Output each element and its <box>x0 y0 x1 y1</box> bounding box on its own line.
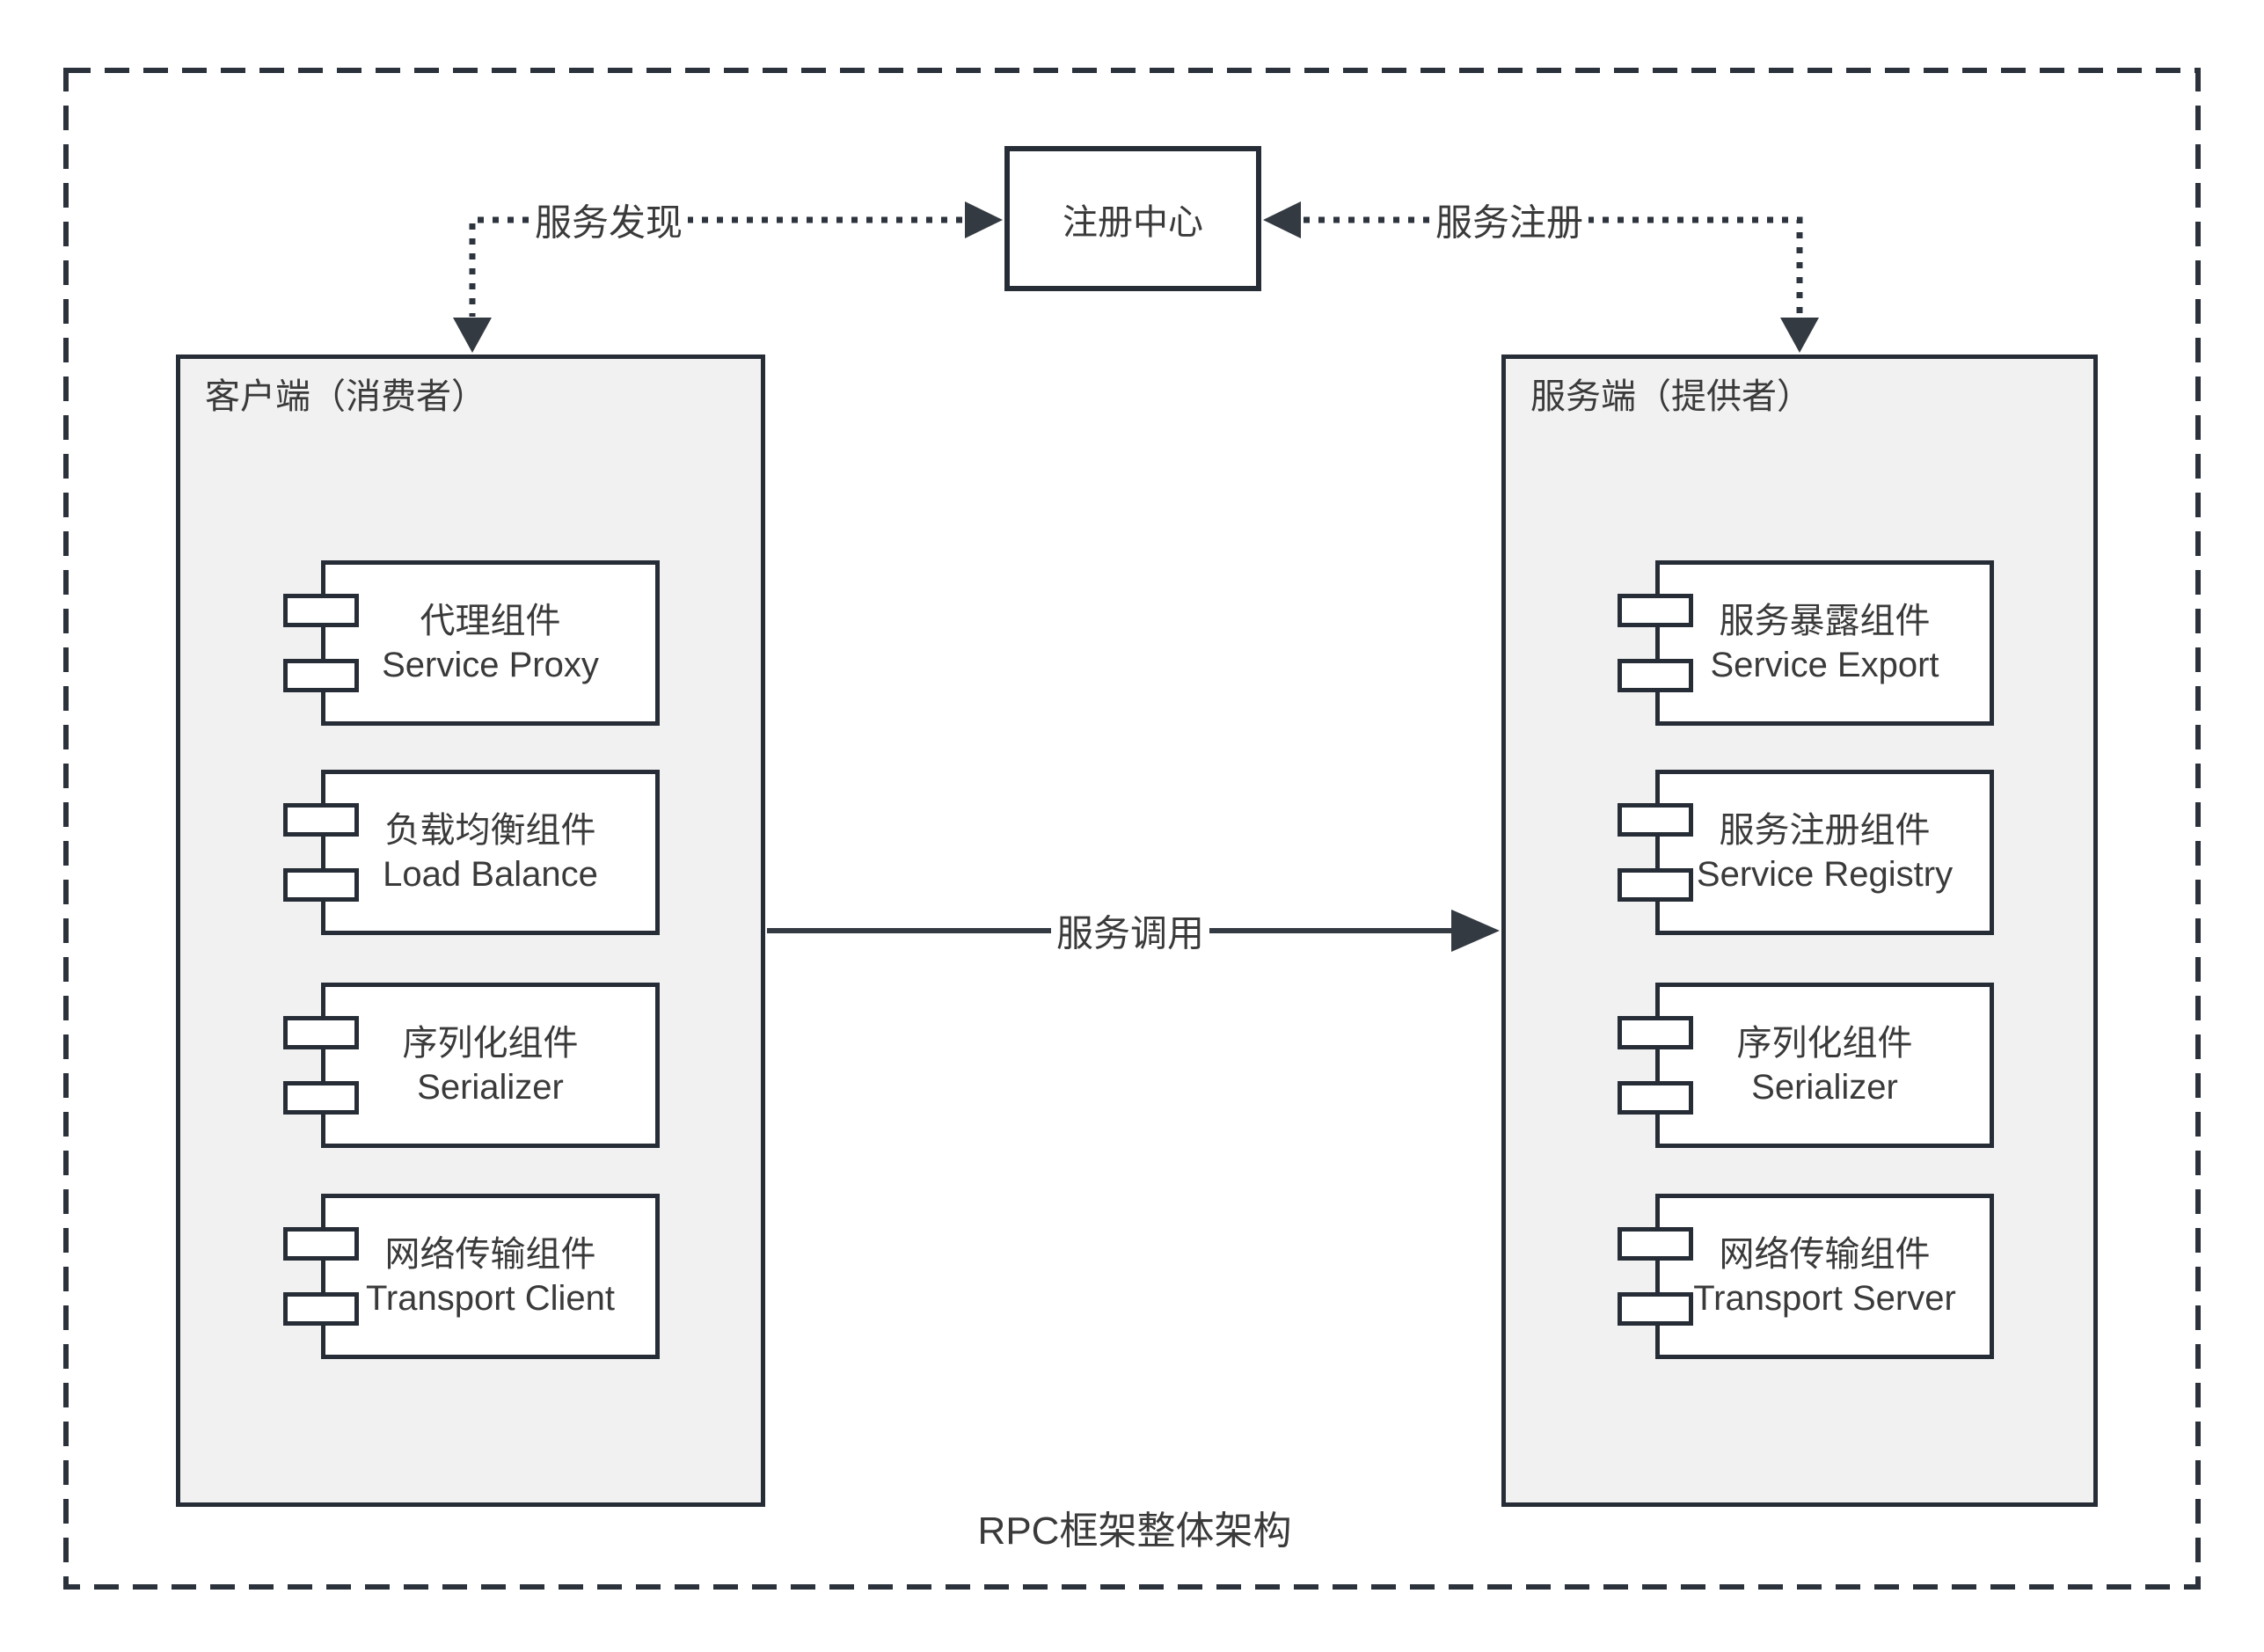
component-tab-bottom <box>1618 659 1693 692</box>
component-transport-server: 网络传输组件 Transport Server <box>1618 1194 1994 1359</box>
component-service-export: 服务暴露组件 Service Export <box>1618 560 1994 726</box>
component-label-en: Transport Server <box>1693 1279 1956 1318</box>
component-tab-bottom <box>1618 1292 1693 1326</box>
diagram-title: RPC框架整体架构 <box>977 1509 1292 1553</box>
component-tab-top <box>283 594 359 627</box>
component-label-zh: 网络传输组件 <box>1719 1235 1931 1274</box>
component-tab-bottom <box>283 1081 359 1115</box>
component-label-zh: 服务暴露组件 <box>1719 602 1931 640</box>
client-container-header: 客户端（消费者） <box>205 377 486 416</box>
component-service-registry: 服务注册组件 Service Registry <box>1618 770 1994 935</box>
arrowhead-into-server-top <box>1780 318 1819 353</box>
component-load-balance: 负载均衡组件 Load Balance <box>283 770 660 935</box>
component-label-en: Service Proxy <box>382 646 599 684</box>
component-label-en: Service Export <box>1710 646 1939 684</box>
client-container: 客户端（消费者） 代理组件 Service Proxy 负载均衡组件 Load … <box>176 355 765 1507</box>
component-serializer-client: 序列化组件 Serializer <box>283 983 660 1148</box>
edge-label-service-register: 服务注册 <box>1429 191 1589 249</box>
arrowhead-into-registry-left <box>965 201 1003 238</box>
component-tab-top <box>283 803 359 837</box>
component-tab-top <box>1618 1227 1693 1261</box>
component-tab-bottom <box>283 1292 359 1326</box>
component-label-zh: 序列化组件 <box>1736 1024 1913 1063</box>
component-tab-bottom <box>1618 1081 1693 1115</box>
component-label-zh: 服务注册组件 <box>1719 811 1931 850</box>
component-tab-bottom <box>283 868 359 902</box>
component-label-zh: 负载均衡组件 <box>384 811 596 850</box>
arrowhead-into-server-left <box>1451 910 1500 952</box>
component-tab-top <box>283 1227 359 1261</box>
component-label-zh: 代理组件 <box>420 602 561 640</box>
component-tab-bottom <box>283 659 359 692</box>
edge-label-service-discovery: 服务发现 <box>529 191 689 249</box>
server-container-header: 服务端（提供者） <box>1530 377 1812 416</box>
component-label-en: Serializer <box>417 1068 564 1107</box>
arrowhead-into-registry-right <box>1263 201 1301 238</box>
component-label-en: Service Registry <box>1696 855 1954 894</box>
component-label-en: Serializer <box>1751 1068 1898 1107</box>
component-label-zh: 网络传输组件 <box>384 1235 596 1274</box>
component-tab-top <box>1618 803 1693 837</box>
component-tab-bottom <box>1618 868 1693 902</box>
component-service-proxy: 代理组件 Service Proxy <box>283 560 660 726</box>
arrowhead-into-client-top <box>453 318 492 353</box>
component-tab-top <box>1618 1016 1693 1049</box>
registry-node: 注册中心 <box>1004 146 1261 291</box>
edge-label-service-invoke: 服务调用 <box>1050 902 1210 960</box>
component-transport-client: 网络传输组件 Transport Client <box>283 1194 660 1359</box>
component-serializer-server: 序列化组件 Serializer <box>1618 983 1994 1148</box>
component-label-en: Transport Client <box>365 1279 616 1318</box>
server-container: 服务端（提供者） 服务暴露组件 Service Export 服务注册组件 Se… <box>1501 355 2098 1507</box>
component-label-en: Load Balance <box>383 855 598 894</box>
component-tab-top <box>283 1016 359 1049</box>
registry-label: 注册中心 <box>1063 202 1203 242</box>
component-tab-top <box>1618 594 1693 627</box>
component-label-zh: 序列化组件 <box>402 1024 579 1063</box>
